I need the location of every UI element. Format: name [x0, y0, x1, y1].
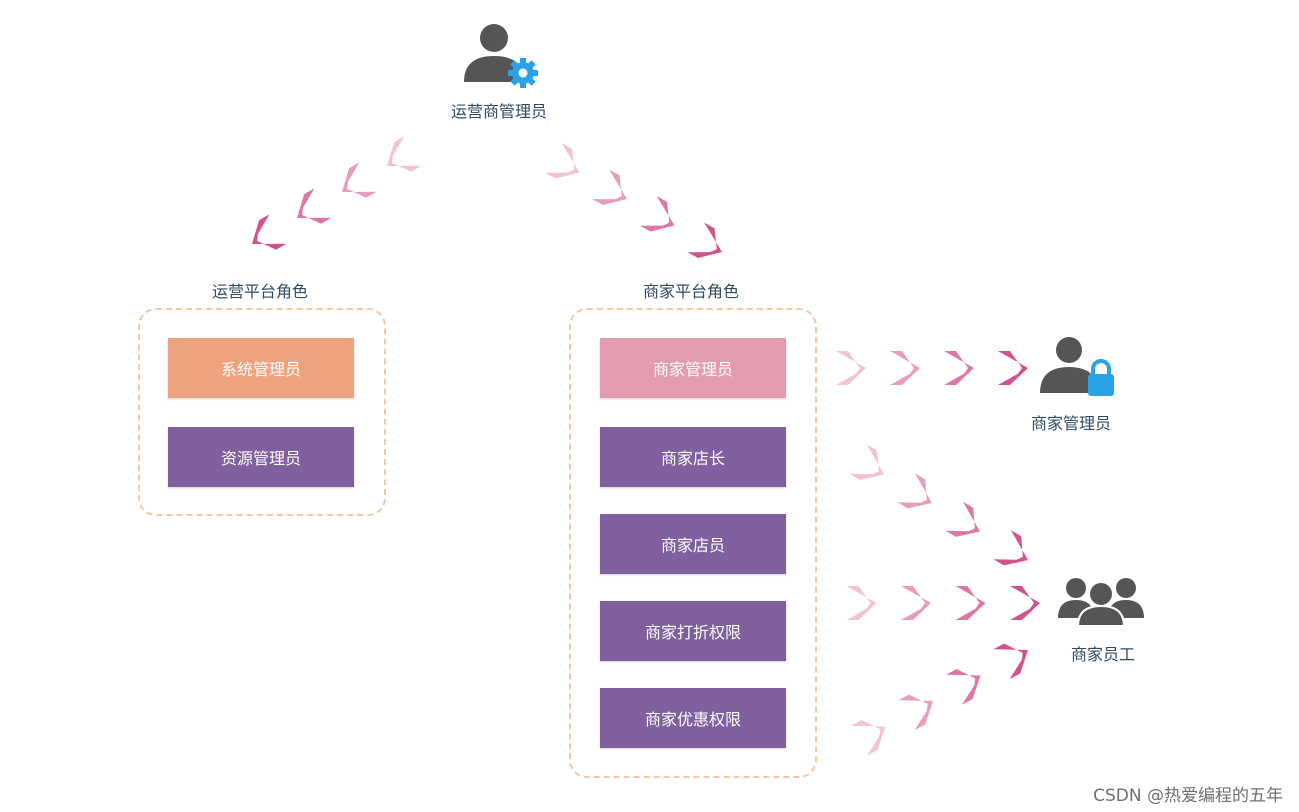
chevron: [387, 136, 422, 172]
chevron: [890, 351, 920, 385]
arrow-clerk-to-staff: [849, 444, 1028, 566]
csdn-watermark: CSDN @热爱编程的五年: [1093, 786, 1283, 806]
chevron: [297, 188, 332, 224]
chevron: [342, 162, 377, 198]
chevron: [901, 586, 931, 620]
chevron: [640, 196, 675, 232]
operator-admin-icon: [462, 20, 542, 92]
role-merchant-discount: 商家打折权限: [600, 601, 786, 661]
chevron: [687, 222, 722, 259]
role-merchant-clerk: 商家店员: [600, 514, 786, 574]
role-resource-admin: 资源管理员: [168, 427, 354, 487]
role-merchant-manager: 商家店长: [600, 427, 786, 487]
merchant-staff-label: 商家员工: [1070, 645, 1135, 664]
chevron: [846, 586, 877, 620]
merchant-group-title: 商家平台角色: [642, 282, 739, 301]
arrow-discount-to-staff: [846, 586, 1040, 620]
chevron: [955, 586, 986, 620]
merchant-staff-icon: [1058, 574, 1144, 626]
merchant-roles-group: [569, 308, 817, 778]
merchant-admin-icon: [1036, 333, 1116, 399]
role-system-admin: 系统管理员: [168, 338, 354, 398]
chevron: [851, 720, 886, 756]
chevron: [592, 169, 627, 206]
chevron: [945, 501, 980, 537]
chevron: [898, 694, 933, 731]
chevron: [897, 473, 932, 509]
role-merchant-promotion: 商家优惠权限: [600, 688, 786, 748]
arrow-to-operator-group: [252, 136, 422, 250]
role-merchant-admin: 商家管理员: [600, 338, 786, 398]
arrow-promotion-to-staff: [851, 643, 1028, 756]
chevron: [849, 444, 884, 480]
merchant-admin-label: 商家管理员: [1030, 414, 1111, 433]
operator-admin-label: 运营商管理员: [450, 102, 547, 121]
chevron: [998, 351, 1028, 385]
operator-roles-group: [138, 308, 386, 516]
chevron: [1010, 586, 1040, 620]
chevron: [944, 351, 974, 385]
arrow-to-merchant-admin: [836, 351, 1028, 385]
chevron: [993, 643, 1028, 680]
chevron: [946, 669, 981, 705]
operator-group-title: 运营平台角色: [211, 282, 308, 301]
chevron: [993, 530, 1028, 566]
chevron: [836, 351, 866, 385]
arrow-to-merchant-group: [545, 143, 722, 259]
chevron: [252, 214, 287, 250]
chevron: [545, 143, 580, 179]
